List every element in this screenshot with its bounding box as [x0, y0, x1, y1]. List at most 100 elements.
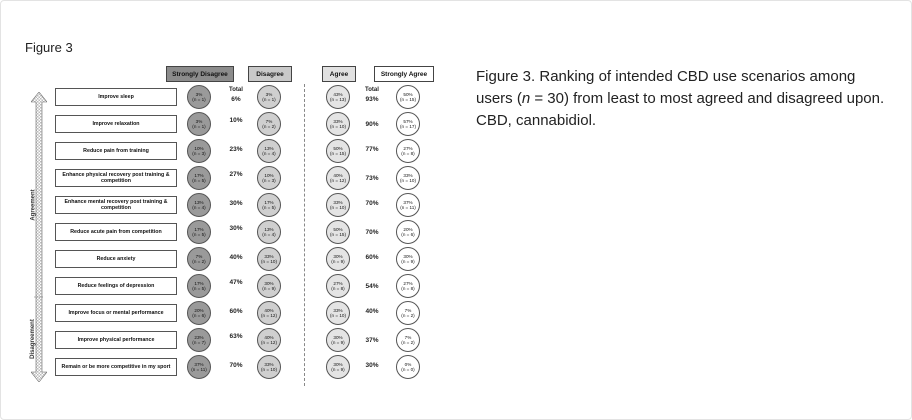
- agree-bubble: 50%(n = 15): [326, 220, 350, 244]
- strongly-agree-bubble-percent: 0%: [404, 361, 412, 367]
- disagree-bubble: 13%(n = 4): [257, 220, 281, 244]
- disagree-bubble-count: (n = 10): [261, 367, 277, 372]
- strongly-disagree-bubble-percent: 17%: [194, 226, 204, 232]
- disagree-bubble-count: (n = 1): [262, 97, 276, 102]
- strongly-disagree-bubble-percent: 17%: [194, 172, 204, 178]
- strongly-disagree-bubble-percent: 20%: [194, 307, 204, 313]
- agree-disagree-divider: [304, 84, 305, 386]
- scenario-label: Reduce feelings of depression: [55, 277, 177, 295]
- header-strongly-agree: Strongly Agree: [374, 66, 434, 82]
- disagree-total-header: Total: [229, 87, 243, 93]
- disagree-bubble: 33%(n = 10): [257, 355, 281, 379]
- disagree-total: 27%: [229, 171, 243, 178]
- strongly-agree-bubble-count: (n = 2): [401, 313, 415, 318]
- strongly-agree-bubble-percent: 27%: [403, 280, 413, 286]
- agree-bubble-count: (n = 10): [330, 205, 346, 210]
- strongly-agree-bubble-percent: 7%: [404, 307, 412, 313]
- agree-bubble-percent: 33%: [333, 199, 343, 205]
- scenario-row: Enhance mental recovery post training & …: [26, 193, 434, 217]
- strongly-agree-bubble-count: (n = 15): [400, 97, 416, 102]
- agree-total: 70%: [365, 200, 379, 207]
- disagree-bubble: 13%(n = 4): [257, 139, 281, 163]
- strongly-disagree-bubble-count: (n = 2): [192, 259, 206, 264]
- strongly-disagree-bubble-count: (n = 5): [192, 286, 206, 291]
- scenario-label: Improve relaxation: [55, 115, 177, 133]
- agreement-axis-arrow: [31, 92, 47, 382]
- scenario-label: Remain or be more competitive in my spor…: [55, 358, 177, 376]
- agree-bubble-count: (n = 9): [331, 367, 345, 372]
- strongly-agree-bubble: 27%(n = 8): [396, 274, 420, 298]
- strongly-agree-bubble: 33%(n = 10): [396, 166, 420, 190]
- agree-bubble-percent: 43%: [333, 91, 343, 97]
- disagree-bubble-count: (n = 4): [262, 232, 276, 237]
- agree-bubble: 33%(n = 10): [326, 193, 350, 217]
- strongly-agree-bubble-percent: 50%: [403, 91, 413, 97]
- disagree-bubble-percent: 33%: [264, 361, 274, 367]
- agree-bubble-percent: 30%: [333, 334, 343, 340]
- agree-total: 70%: [365, 229, 379, 236]
- disagree-bubble-percent: 13%: [264, 226, 274, 232]
- strongly-agree-bubble-count: (n = 6): [401, 232, 415, 237]
- agree-total: 37%: [365, 337, 379, 344]
- agree-total: 60%: [365, 254, 379, 261]
- strongly-disagree-bubble-count: (n = 4): [192, 205, 206, 210]
- strongly-agree-bubble-percent: 27%: [403, 145, 413, 151]
- strongly-disagree-bubble-percent: 7%: [195, 253, 203, 259]
- strongly-agree-bubble-percent: 37%: [403, 199, 413, 205]
- disagree-bubble-count: (n = 2): [262, 124, 276, 129]
- scenario-label: Improve physical performance: [55, 331, 177, 349]
- agree-total: 90%: [365, 121, 379, 128]
- disagree-bubble-count: (n = 12): [261, 340, 277, 345]
- agree-total: 77%: [365, 146, 379, 153]
- agree-bubble-count: (n = 15): [330, 151, 346, 156]
- strongly-agree-bubble-count: (n = 10): [400, 178, 416, 183]
- strongly-disagree-bubble: 3%(n = 1): [187, 112, 211, 136]
- agree-bubble-count: (n = 8): [331, 286, 345, 291]
- agree-bubble: 43%(n = 13): [326, 85, 350, 109]
- disagree-total: 40%: [229, 254, 243, 261]
- agree-bubble-percent: 40%: [333, 172, 343, 178]
- disagree-total: 30%: [229, 225, 243, 232]
- strongly-agree-bubble: 7%(n = 2): [396, 328, 420, 352]
- strongly-disagree-bubble: 17%(n = 5): [187, 220, 211, 244]
- scenario-label: Improve focus or mental performance: [55, 304, 177, 322]
- strongly-agree-bubble: 37%(n = 11): [396, 193, 420, 217]
- agree-bubble-percent: 33%: [333, 307, 343, 313]
- strongly-disagree-bubble: 10%(n = 3): [187, 139, 211, 163]
- disagree-total: 10%: [229, 117, 243, 124]
- agree-bubble-percent: 27%: [333, 280, 343, 286]
- disagree-bubble-count: (n = 12): [261, 313, 277, 318]
- strongly-agree-bubble: 57%(n = 17): [396, 112, 420, 136]
- strongly-disagree-bubble: 7%(n = 2): [187, 247, 211, 271]
- agree-total-header: Total: [365, 87, 379, 93]
- figure-caption: Figure 3. Ranking of intended CBD use sc…: [476, 66, 896, 132]
- strongly-disagree-bubble-percent: 37%: [194, 361, 204, 367]
- agree-bubble-count: (n = 12): [330, 178, 346, 183]
- agree-total: 30%: [365, 362, 379, 369]
- strongly-agree-bubble-count: (n = 0): [401, 367, 415, 372]
- disagree-bubble: 3%(n = 1): [257, 85, 281, 109]
- scenario-label: Enhance physical recovery post training …: [55, 169, 177, 187]
- scenario-label: Reduce pain from training: [55, 142, 177, 160]
- caption-prefix: Figure 3: [476, 68, 532, 85]
- disagree-bubble-percent: 30%: [264, 280, 274, 286]
- strongly-agree-bubble-count: (n = 9): [401, 259, 415, 264]
- agree-total: 93%: [365, 96, 379, 103]
- agree-bubble: 27%(n = 8): [326, 274, 350, 298]
- scenario-label: Reduce acute pain from competition: [55, 223, 177, 241]
- scenario-label: Enhance mental recovery post training & …: [55, 196, 177, 214]
- strongly-disagree-bubble: 37%(n = 11): [187, 355, 211, 379]
- disagree-bubble-percent: 10%: [264, 172, 274, 178]
- strongly-agree-bubble: 50%(n = 15): [396, 85, 420, 109]
- agree-bubble-count: (n = 10): [330, 124, 346, 129]
- agree-bubble: 40%(n = 12): [326, 166, 350, 190]
- strongly-disagree-bubble: 23%(n = 7): [187, 328, 211, 352]
- strongly-disagree-bubble-count: (n = 6): [192, 313, 206, 318]
- strongly-agree-bubble-count: (n = 8): [401, 286, 415, 291]
- scenario-row: Reduce pain from training 10%(n = 3) 13%(n…: [26, 139, 434, 163]
- disagree-total: 63%: [229, 333, 243, 340]
- disagree-total: 23%: [229, 146, 243, 153]
